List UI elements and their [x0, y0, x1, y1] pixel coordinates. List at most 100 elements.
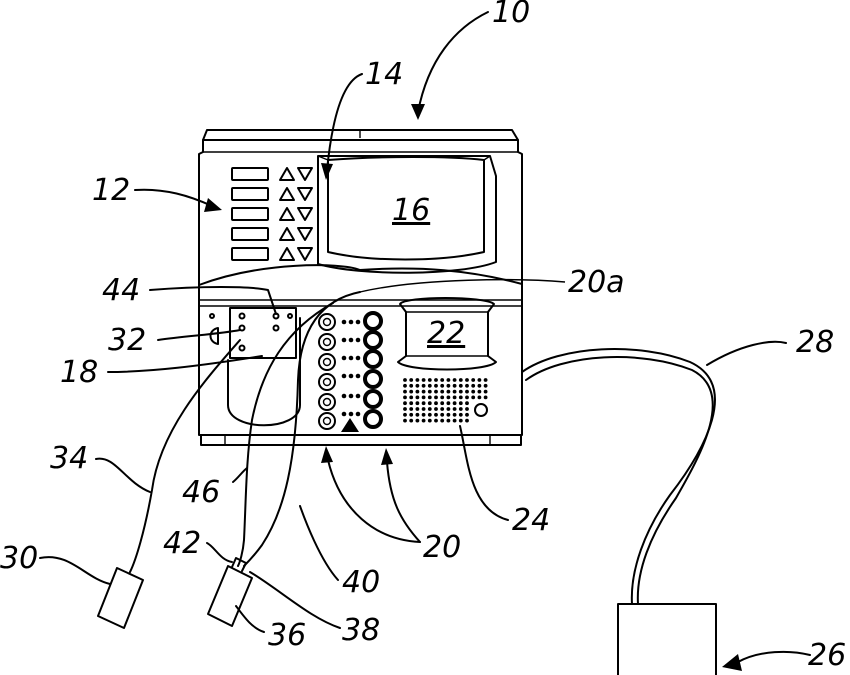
grille-dot: [403, 407, 407, 411]
grille-dot: [422, 396, 426, 400]
grille-dot: [440, 401, 444, 405]
grille-dot: [459, 396, 463, 400]
grille-dot: [416, 419, 420, 423]
grille-dot: [459, 413, 463, 417]
grille-dot: [434, 390, 438, 394]
control-panel: [232, 168, 312, 260]
grille-dot: [447, 396, 451, 400]
computer-box: [618, 604, 716, 675]
label-40: 40: [342, 565, 380, 600]
grille-dot: [453, 390, 457, 394]
label-20: 20: [423, 530, 461, 565]
grille-dot: [465, 413, 469, 417]
grille-dot: [465, 384, 469, 388]
grille-dot: [422, 378, 426, 382]
grille-dot: [453, 413, 457, 417]
label-36: 36: [268, 618, 306, 653]
label-38: 38: [342, 613, 380, 648]
label-46: 46: [182, 475, 220, 510]
leader-lines: [40, 12, 810, 671]
grille-button: [475, 404, 487, 416]
grille-dot: [428, 384, 432, 388]
grille-dot: [440, 407, 444, 411]
right-port-column: [365, 313, 381, 427]
grille-dot: [471, 384, 475, 388]
grille-dot: [434, 407, 438, 411]
grille-dot: [465, 396, 469, 400]
label-44: 44: [102, 273, 140, 308]
grille-dot: [409, 396, 413, 400]
grille-dot: [459, 419, 463, 423]
grille-dot: [409, 419, 413, 423]
grille-dot: [440, 396, 444, 400]
label-26: 26: [808, 638, 846, 673]
grille-dot: [428, 396, 432, 400]
grille-dot: [484, 378, 488, 382]
grille-dot: [403, 378, 407, 382]
grille-dot: [447, 401, 451, 405]
grille-dot: [422, 413, 426, 417]
grille-dot: [465, 390, 469, 394]
grille-dot: [440, 419, 444, 423]
grille-dot: [428, 407, 432, 411]
grille-dot: [453, 419, 457, 423]
grille-dot: [409, 413, 413, 417]
grille-dot: [403, 384, 407, 388]
grille-dot: [447, 419, 451, 423]
grille-dot: [428, 413, 432, 417]
grille-dot: [409, 378, 413, 382]
grille-dot: [434, 384, 438, 388]
grille-dot: [484, 384, 488, 388]
grille-dot: [422, 401, 426, 405]
grille-dot: [478, 378, 482, 382]
grille-dot: [471, 396, 475, 400]
grille-dot: [465, 419, 469, 423]
grille-dot: [447, 413, 451, 417]
grille-dot: [465, 378, 469, 382]
grille-dot: [465, 407, 469, 411]
indicator-dots: [341, 320, 360, 432]
label-32: 32: [108, 323, 146, 358]
grille-dot: [422, 390, 426, 394]
grille-dot: [416, 413, 420, 417]
label-22: 22: [427, 316, 465, 351]
grille-dot: [447, 378, 451, 382]
grille-dot: [465, 401, 469, 405]
grille-dot: [453, 384, 457, 388]
grille-dot: [484, 396, 488, 400]
grille-dot: [434, 378, 438, 382]
grille-dot: [409, 390, 413, 394]
label-10: 10: [492, 0, 530, 30]
label-24: 24: [512, 503, 550, 538]
grille-dot: [403, 413, 407, 417]
grille-dot: [428, 419, 432, 423]
grille-dot: [459, 384, 463, 388]
grille-dot: [416, 396, 420, 400]
grille-dot: [403, 419, 407, 423]
label-16: 16: [392, 193, 430, 228]
port-columns: [319, 313, 381, 432]
arrow-keys-icon: [280, 168, 312, 260]
label-18: 18: [60, 355, 98, 390]
grille-dot: [453, 401, 457, 405]
grille-dot: [428, 378, 432, 382]
grille-dot: [440, 378, 444, 382]
grille-dot: [447, 384, 451, 388]
grille-dot: [447, 407, 451, 411]
label-28: 28: [796, 325, 834, 360]
grille-dot: [416, 401, 420, 405]
label-20a: 20a: [568, 265, 625, 300]
grille-dot: [416, 390, 420, 394]
grille-dot: [471, 390, 475, 394]
grille-dot: [434, 396, 438, 400]
grille-dot: [471, 378, 475, 382]
grille-dot: [403, 390, 407, 394]
grille-dot: [440, 390, 444, 394]
label-12: 12: [92, 173, 130, 208]
grille-dot: [453, 396, 457, 400]
grille-dot: [422, 384, 426, 388]
grille-dot: [422, 419, 426, 423]
sensor-36: [208, 558, 252, 626]
label-14: 14: [365, 57, 403, 92]
